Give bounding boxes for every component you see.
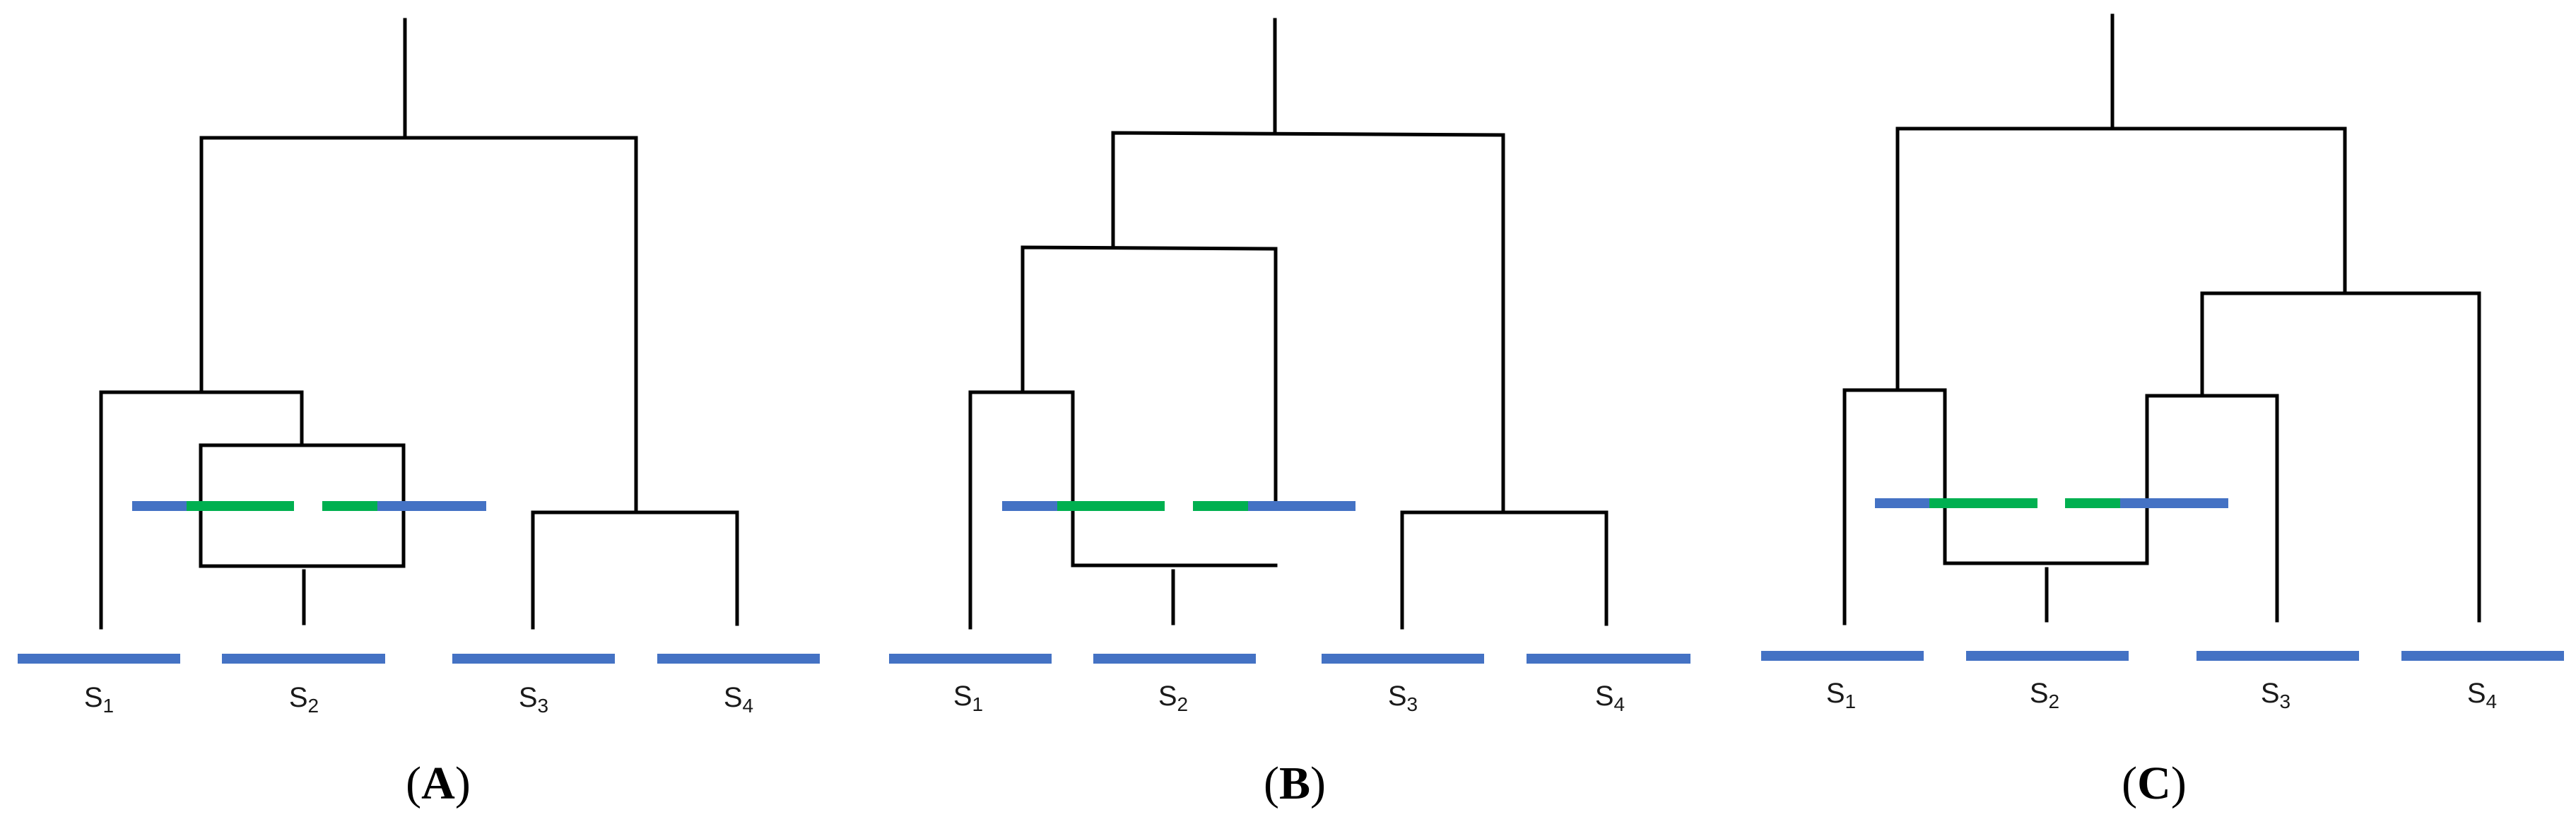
panel-label-paren-open: (	[2122, 758, 2137, 809]
leaf-label-base: S	[2467, 678, 2486, 709]
panel-label-paren-open: (	[406, 758, 421, 809]
leaf-label-base: S	[519, 682, 538, 713]
panel-a-leaf-label-s3: S3	[519, 682, 548, 717]
panel-label-letter: A	[421, 758, 455, 809]
panel-c-title: (C)	[2122, 758, 2187, 809]
panel-c-tree	[1842, 13, 2481, 625]
panel-a-leaf-labels: S1 S2 S3 S4	[84, 682, 753, 717]
panel-c: S1 S2 S3 S4 (C)	[1761, 13, 2564, 809]
panel-label-paren-close: )	[455, 758, 471, 809]
leaf-label-subscript: 3	[2280, 690, 2291, 712]
panel-c-leaf-label-s3: S3	[2261, 678, 2290, 712]
panel-a-title: (A)	[406, 758, 471, 809]
leaf-label-base: S	[2030, 678, 2049, 709]
panel-c-leaf-labels: S1 S2 S3 S4	[1826, 678, 2497, 712]
panel-a-right-bracket	[531, 510, 739, 630]
leaf-label-subscript: 3	[1407, 693, 1418, 715]
leaf-label-base: S	[289, 682, 308, 713]
leaf-label-base: S	[1388, 681, 1407, 712]
panel-a: S1 S2 S3 S4 (A)	[18, 18, 820, 809]
leaf-label-subscript: 1	[972, 693, 984, 715]
leaf-label-subscript: 2	[2049, 690, 2060, 712]
leaf-label-base: S	[2261, 678, 2280, 709]
panel-c-leaf-label-s4: S4	[2467, 678, 2497, 712]
panel-a-leaf-label-s4: S4	[724, 682, 753, 717]
panel-b-title: (B)	[1264, 758, 1326, 809]
leaf-label-subscript: 3	[538, 695, 549, 717]
panel-b-root-bracket	[1111, 131, 1505, 513]
panel-c-left-bracket	[1842, 388, 2149, 625]
panel-b-leaf-labels: S1 S2 S3 S4	[953, 681, 1625, 715]
panel-a-leaf-label-s1: S1	[84, 682, 114, 717]
leaf-label-base: S	[953, 681, 972, 712]
leaf-label-base: S	[1158, 681, 1177, 712]
leaf-label-subscript: 2	[1177, 693, 1189, 715]
panel-c-leaf-label-s1: S1	[1826, 678, 1856, 712]
panel-b-left-bracket	[1021, 245, 1278, 504]
panel-a-left-bracket	[99, 390, 304, 630]
panel-label-letter: C	[2137, 758, 2171, 809]
panel-c-leaf-label-s2: S2	[2030, 678, 2059, 712]
panel-a-root-bracket	[199, 136, 638, 515]
panel-b-leaf-label-s4: S4	[1595, 681, 1625, 715]
leaf-label-base: S	[1826, 678, 1845, 709]
panel-a-leaf-label-s2: S2	[289, 682, 319, 717]
leaf-label-subscript: 4	[743, 695, 754, 717]
panel-label-letter: B	[1279, 758, 1310, 809]
panel-label-paren-open: (	[1264, 758, 1279, 809]
leaf-label-base: S	[84, 682, 103, 713]
panel-b: S1 S2 S3 S4 (B)	[889, 18, 1690, 809]
leaf-label-base: S	[1595, 681, 1614, 712]
leaf-label-subscript: 4	[2486, 690, 2498, 712]
panel-b-leaf-label-s1: S1	[953, 681, 983, 715]
panel-b-right-bracket	[1400, 510, 1608, 630]
leaf-label-subscript: 2	[308, 695, 319, 717]
panel-b-leaf-label-s3: S3	[1388, 681, 1418, 715]
leaf-label-subscript: 1	[103, 695, 114, 717]
panel-c-s3-bracket	[2145, 394, 2279, 623]
panel-a-tree	[99, 18, 739, 630]
panel-b-inner-bracket	[968, 390, 1278, 630]
panel-c-root-bracket	[1895, 127, 2347, 392]
leaf-label-subscript: 1	[1845, 690, 1857, 712]
panel-b-leaf-label-s2: S2	[1158, 681, 1188, 715]
panel-label-paren-close: )	[1310, 758, 1326, 809]
panel-label-paren-close: )	[2171, 758, 2187, 809]
leaf-label-subscript: 4	[1614, 693, 1625, 715]
leaf-label-base: S	[724, 682, 743, 713]
panel-b-tree	[968, 18, 1608, 630]
panel-c-right-bracket	[2200, 291, 2481, 623]
